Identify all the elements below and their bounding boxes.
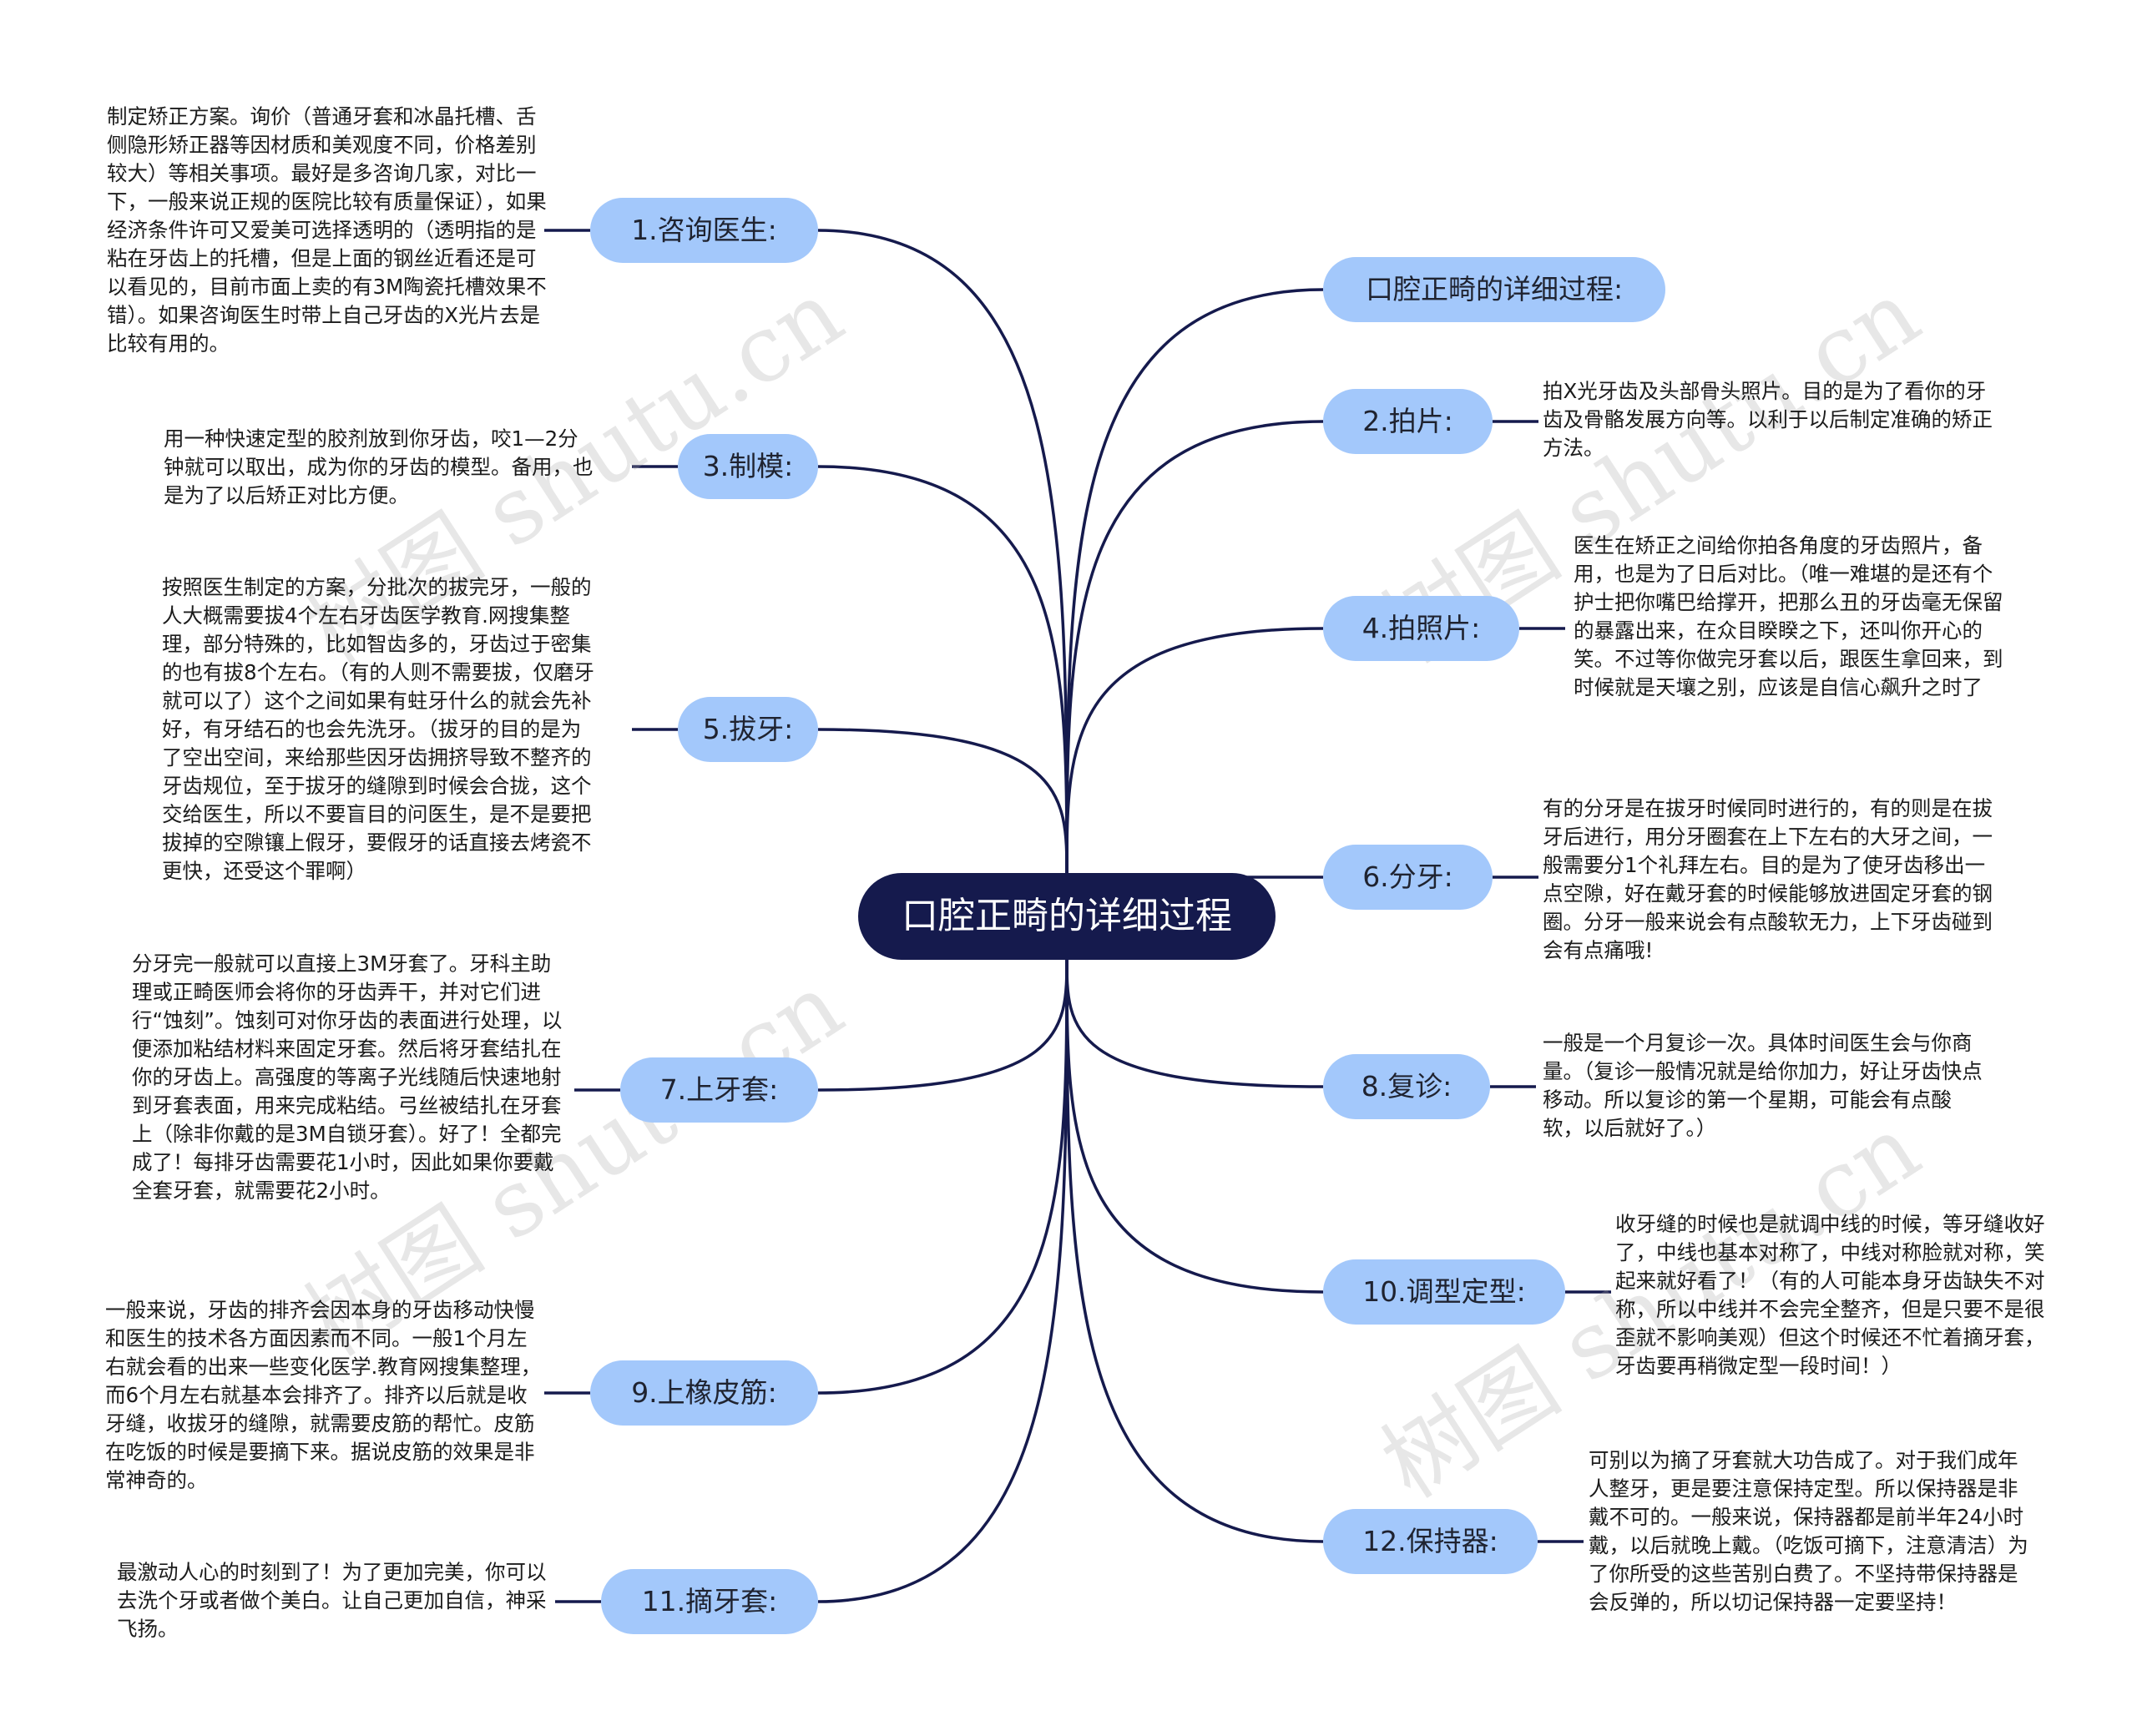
- topic-node-n3[interactable]: 3.制模:: [678, 434, 818, 499]
- connector-n5: [817, 728, 1068, 876]
- connector-n11: [817, 957, 1068, 1603]
- connector-n10: [1065, 957, 1324, 1294]
- note-text-n3: 用一种快速定型的胶剂放到你牙齿，咬1—2分钟就可以取出，成为你的牙齿的模型。备用…: [164, 426, 594, 507]
- connector-n4: [1065, 627, 1324, 876]
- center-topic[interactable]: 口腔正畸的详细过程: [858, 873, 1276, 960]
- note-text-n5: 按照医生制定的方案，分批次的拔完牙，一般的人大概需要拔4个左右牙齿医学教育.网搜…: [162, 575, 594, 883]
- connector-n7: [817, 957, 1068, 1092]
- note-text-n12: 可别以为摘了牙套就大功告成了。对于我们成年人整牙，更是要注意保持定型。所以保持器…: [1589, 1448, 2028, 1614]
- topic-node-n4[interactable]: 4.拍照片:: [1323, 596, 1519, 661]
- note-text-n8: 一般是一个月复诊一次。具体时间医生会与你商量。（复诊一般情况就是给你加力，好让牙…: [1543, 1031, 1983, 1140]
- connector-n9: [817, 957, 1068, 1395]
- topic-node-n5[interactable]: 5.拔牙:: [678, 697, 818, 762]
- note-text-n7: 分牙完一般就可以直接上3M牙套了。牙科主助理或正畸医师会将你的牙齿弄干，并对它们…: [132, 951, 563, 1203]
- topic-node-n7[interactable]: 7.上牙套:: [620, 1057, 818, 1123]
- connector-n0: [1065, 288, 1324, 876]
- note-text-n9: 一般来说，牙齿的排齐会因本身的牙齿移动快慢和医生的技术各方面因素而不同。一般1个…: [105, 1298, 542, 1492]
- connector-n3: [817, 465, 1068, 876]
- note-text-n1: 制定矫正方案。询价（普通牙套和冰晶托槽、舌侧隐形矫正器等因材质和美观度不同，价格…: [107, 104, 547, 356]
- connector-n12: [1065, 957, 1324, 1543]
- topic-node-n2[interactable]: 2.拍片:: [1323, 389, 1493, 454]
- note-text-n11: 最激动人心的时刻到了！为了更加完美，你可以去洗个牙或者做个美白。让自己更加自信，…: [117, 1560, 547, 1641]
- note-text-n4: 医生在矫正之间给你拍各角度的牙齿照片，备用，也是为了日后对比。（唯一难堪的是还有…: [1574, 533, 2003, 699]
- topic-node-n1[interactable]: 1.咨询医生:: [590, 198, 818, 263]
- topic-node-n11[interactable]: 11.摘牙套:: [601, 1569, 818, 1634]
- note-text-n2: 拍X光牙齿及头部骨头照片。目的是为了看你的牙齿及骨骼发展方向等。以利于以后制定准…: [1543, 379, 1993, 460]
- topic-node-n9[interactable]: 9.上橡皮筋:: [590, 1360, 818, 1426]
- note-text-n6: 有的分牙是在拔牙时候同时进行的，有的则是在拔牙后进行，用分牙圈套在上下左右的大牙…: [1543, 796, 1993, 962]
- topic-node-n6[interactable]: 6.分牙:: [1323, 845, 1493, 910]
- connector-n8: [1065, 957, 1324, 1088]
- topic-node-n8[interactable]: 8.复诊:: [1323, 1054, 1490, 1119]
- topic-node-n0[interactable]: 口腔正畸的详细过程:: [1323, 257, 1665, 322]
- connector-n2: [1065, 420, 1324, 876]
- connector-n1: [817, 229, 1068, 876]
- topic-node-n12[interactable]: 12.保持器:: [1323, 1509, 1538, 1574]
- note-text-n10: 收牙缝的时候也是就调中线的时候，等牙缝收好了，中线也基本对称了，中线对称脸就对称…: [1615, 1212, 2045, 1378]
- topic-node-n10[interactable]: 10.调型定型:: [1323, 1259, 1565, 1325]
